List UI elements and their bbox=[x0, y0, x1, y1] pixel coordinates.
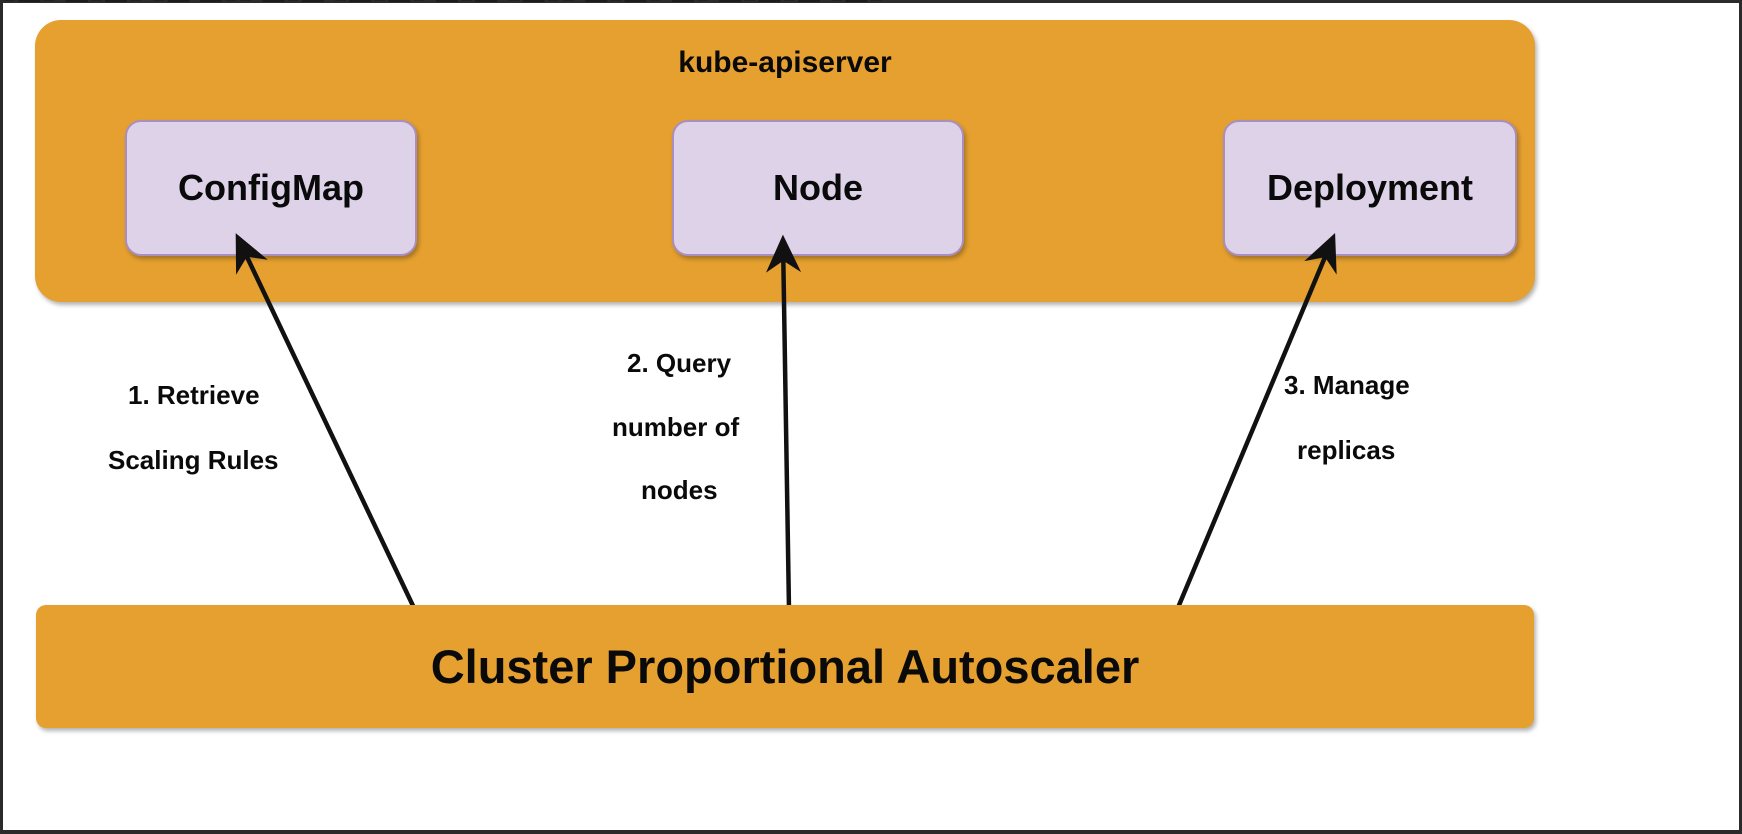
resource-label-node: Node bbox=[773, 167, 863, 208]
kube-apiserver-container: kube-apiserver ConfigMap Node Deployment bbox=[35, 20, 1535, 302]
arrow-label-1-line2: Scaling Rules bbox=[108, 445, 279, 475]
arrow-label-3-line2: replicas bbox=[1297, 435, 1396, 465]
arrow-label-3-line1: 3. Manage bbox=[1284, 370, 1410, 400]
resource-box-deployment: Deployment bbox=[1223, 120, 1517, 256]
canvas-frame-left bbox=[0, 0, 3, 834]
resource-box-configmap: ConfigMap bbox=[125, 120, 417, 256]
resource-box-node: Node bbox=[672, 120, 964, 256]
arrow-label-2-line3: nodes bbox=[641, 475, 718, 505]
canvas-frame-right bbox=[1739, 0, 1742, 834]
cluster-proportional-autoscaler-box: Cluster Proportional Autoscaler bbox=[36, 605, 1534, 728]
canvas-frame-bottom bbox=[0, 830, 1742, 834]
cluster-proportional-autoscaler-label: Cluster Proportional Autoscaler bbox=[430, 640, 1140, 693]
clipped-text-strip: ■▬■ ▬■▬■ ■▬ ▬■■ ▬■▬ ■▬■▬■ ▬■▬ ■▬■■ ▬■▬■ … bbox=[3, 0, 1739, 11]
clipped-text: ■▬■ ▬■▬■ ■▬ ▬■■ ▬■▬ ■▬■▬■ ▬■▬ ■▬■■ ▬■▬■ … bbox=[3, 0, 885, 7]
arrow-label-2-line1: 2. Query bbox=[627, 348, 732, 378]
arrow-label-2-line2: number of bbox=[612, 412, 740, 442]
canvas-frame-top bbox=[0, 0, 1742, 3]
arrow-label-1-line1: 1. Retrieve bbox=[128, 380, 260, 410]
resource-label-configmap: ConfigMap bbox=[178, 167, 364, 208]
resource-label-deployment: Deployment bbox=[1266, 167, 1474, 208]
kube-apiserver-title: kube-apiserver bbox=[678, 46, 892, 79]
